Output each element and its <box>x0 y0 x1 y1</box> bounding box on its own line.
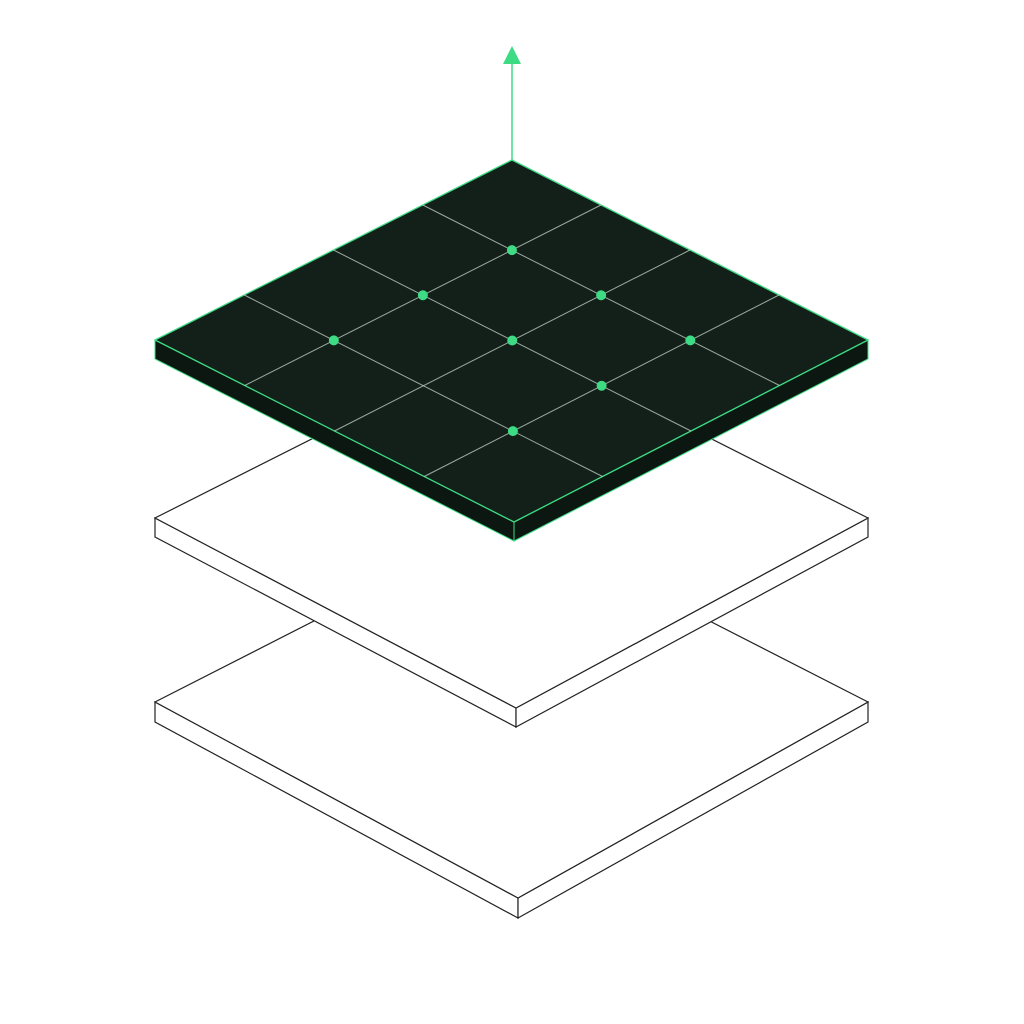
top-layer-nodes <box>328 245 696 437</box>
grid-node <box>328 335 339 346</box>
grid-node <box>417 290 428 301</box>
grid-node <box>685 335 696 346</box>
grid-node <box>506 245 517 256</box>
arrow-head <box>503 46 521 64</box>
grid-node <box>507 426 518 437</box>
grid-node <box>596 380 607 391</box>
arrow-up-icon <box>503 46 521 160</box>
grid-line <box>244 294 603 477</box>
top-layer <box>153 159 870 542</box>
grid-node <box>596 290 607 301</box>
grid-node <box>507 335 518 346</box>
